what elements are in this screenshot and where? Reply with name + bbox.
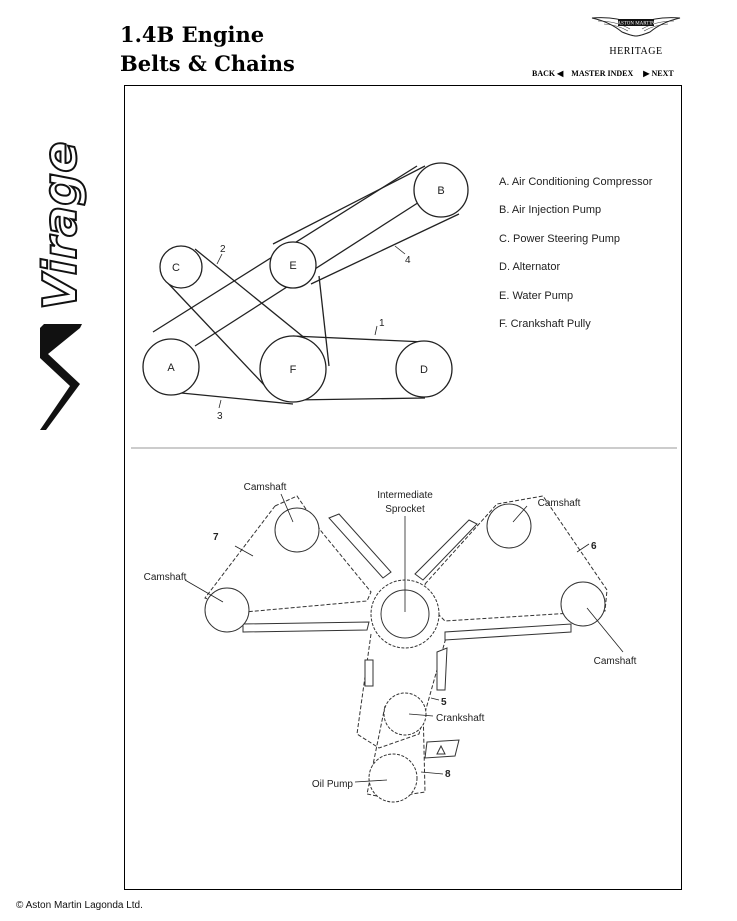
belt-4-number: 4 [405,255,411,266]
tensioner-arrow-icon [436,744,446,755]
camshaft-sprocket-left-lower [204,587,250,633]
chain-5-number: 5 [441,697,447,708]
belt-3-bottom [170,391,294,405]
aston-martin-logo: ASTON MARTIN HERITAGE [586,12,686,62]
camshaft-label-right-lower: Camshaft [594,656,637,667]
belt-e-b-top [272,165,426,245]
pulley-e-label: E [289,260,296,272]
belt-2-number: 2 [220,244,226,255]
intermediate-label-line2: Sprocket [385,504,425,515]
pulley-d-label: D [420,364,428,376]
brand-heritage-label: HERITAGE [609,46,663,57]
sprocket-group [204,503,606,803]
chain-guide-crank-right [436,647,448,691]
belt-1-number: 1 [379,318,385,329]
belt-2-left [164,279,268,389]
brand-logo-text: ASTON MARTIN [617,22,655,27]
chain-6-number: 6 [591,541,597,552]
pulley-c-label: C [172,262,180,274]
next-arrow-icon: ▶ [643,69,650,78]
belt-1-bottom [292,397,426,401]
back-arrow-icon: ◀ [557,69,564,78]
camshaft-sprocket-right-upper [486,503,532,549]
chain-labels: Camshaft Camshaft Intermediate Sprocket … [144,482,637,790]
pulley-a [142,338,200,396]
pulley-f-label: F [290,364,297,376]
virage-logo: Virage [32,24,88,434]
legend-item-f: F. Crankshaft Pully [499,318,591,330]
pulley-f [259,335,327,403]
belt-section [152,165,460,405]
camshaft-label-right-upper: Camshaft [538,498,581,509]
next-label: NEXT [651,69,674,78]
legend-item-d: D. Alternator [499,261,560,273]
belt-e-b-bottom [310,213,460,285]
intermediate-label-line1: Intermediate [377,490,433,501]
legend-item-a: A. Air Conditioning Compressor [499,176,653,188]
oil-pump-label: Oil Pump [312,779,354,790]
chain-7-number: 7 [213,532,219,543]
chain-guides [242,513,572,759]
diagram-frame: A B C D E F 1 2 3 4 A. Air Conditioning … [124,85,682,890]
chain-guide-right-upper [414,519,478,581]
page-title-line1: 1.4B Engine [120,22,265,47]
virage-logo-graphic: Virage [32,141,88,430]
back-label: BACK [532,69,556,78]
pulley-c [159,245,203,289]
belt-1-top [292,335,426,343]
virage-logo-text: Virage [36,142,87,310]
aston-martin-wings-icon: ASTON MARTIN [591,17,681,37]
master-index-link[interactable]: MASTER INDEX [571,69,634,78]
pulley-labels: A B C D E F [167,185,444,376]
camshaft-sprocket-left-upper [274,507,320,553]
camshaft-sprocket-right-lower [560,581,606,627]
crankshaft-label: Crankshaft [436,713,485,724]
chain-guide-left-upper [328,513,392,579]
crankshaft-sprocket [383,692,427,736]
pulley-e [269,241,317,289]
pulley-group [142,162,469,403]
pulley-d [395,340,453,398]
chain-5 [356,633,448,749]
oil-pump-sprocket [368,753,418,803]
pulley-legend: A. Air Conditioning Compressor B. Air In… [499,176,653,330]
pulley-a-label: A [167,362,175,374]
chain-guide-left-lower [242,621,370,633]
chain-guide-right-lower [444,623,572,641]
chain-8-number: 8 [445,769,451,780]
camshaft-label-left-lower: Camshaft [144,572,187,583]
legend-item-c: C. Power Steering Pump [499,233,620,245]
legend-item-b: B. Air Injection Pump [499,204,601,216]
belts-chains-diagram: A B C D E F 1 2 3 4 A. Air Conditioning … [131,162,677,803]
belt-number-labels [216,245,406,409]
belt-2-right [194,248,318,349]
leader-lines [184,493,624,783]
page-title-line2: Belts & Chains [120,51,295,76]
back-link[interactable]: BACK ◀ [532,69,563,78]
belt-e-f [318,275,330,367]
chain-guide-crank-left [364,659,374,687]
next-link[interactable]: ▶ NEXT [643,69,673,78]
copyright-footer: © Aston Martin Lagonda Ltd. [16,900,143,911]
pulley-b-label: B [437,185,444,197]
chain-6 [424,495,608,622]
legend-item-e: E. Water Pump [499,290,573,302]
pulley-b [413,162,469,218]
camshaft-label-left-upper: Camshaft [244,482,287,493]
belt-3-number: 3 [217,411,223,422]
belt-4-inner [194,187,442,347]
page-title: 1.4B Engine Belts & Chains [120,20,295,78]
nav-bar: BACK ◀ MASTER INDEX ▶ NEXT [532,69,674,78]
